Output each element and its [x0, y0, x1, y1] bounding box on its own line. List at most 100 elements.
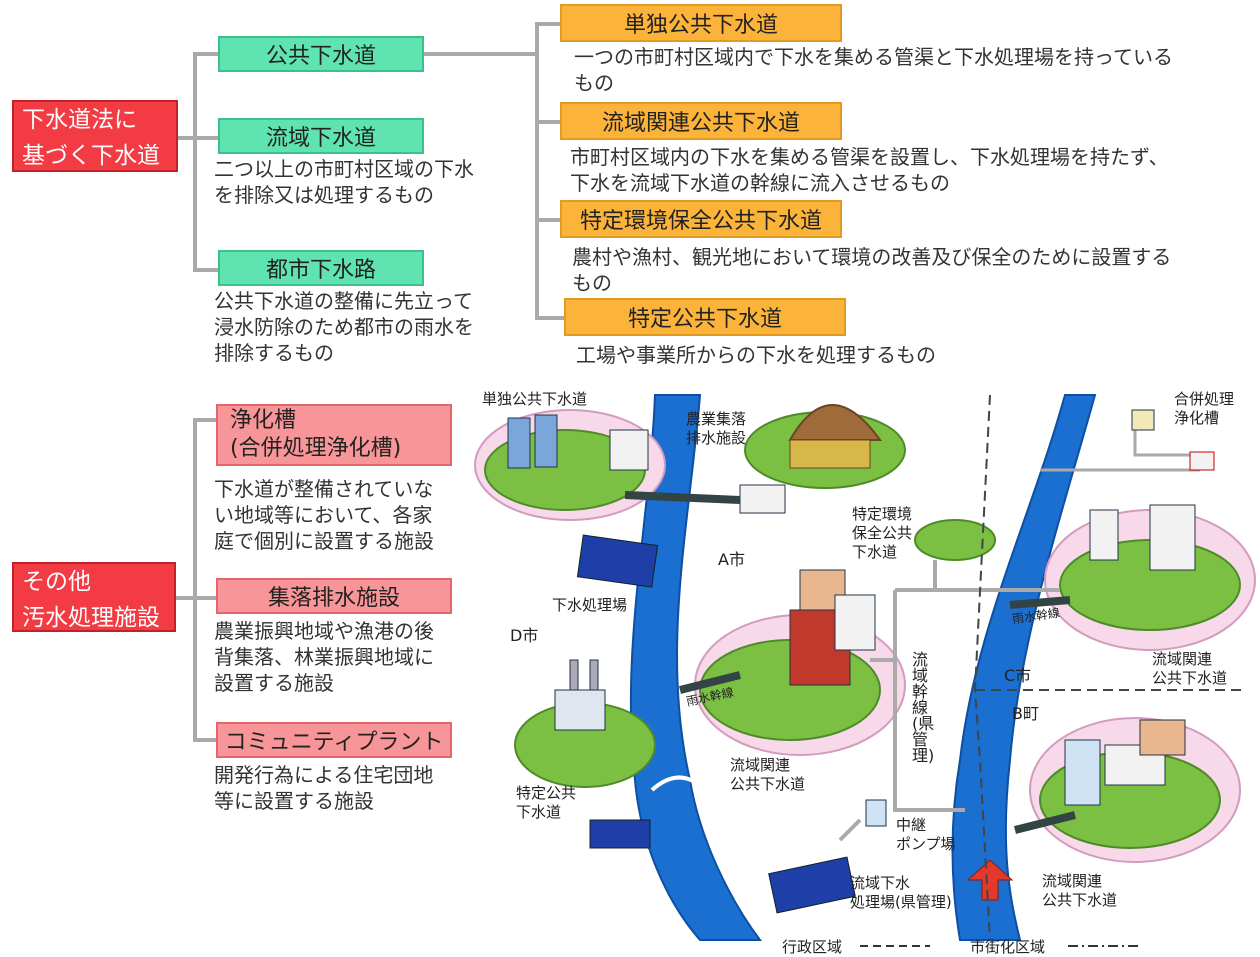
map-label-basin-plant: 流域下水 処理場(県管理) — [850, 874, 952, 912]
map-label-solo-sewer: 単独公共下水道 — [482, 390, 588, 408]
septic-tank-desc: 下水道が整備されていな い地域等において、各家 庭で個別に設置する施設 — [214, 476, 434, 554]
basin-sewer-desc: 二つ以上の市町村区域の下水 を排除又は処理するもの — [214, 156, 474, 208]
desc-line: 農業振興地域や漁港の後 — [214, 619, 434, 643]
building — [609, 429, 649, 471]
specific-public-sewer-box: 特定公共下水道 — [564, 298, 846, 336]
label-line: 流域下水 — [850, 874, 911, 892]
septic-tank-box: 浄化槽 (合併処理浄化槽) — [216, 404, 452, 466]
desc-line: 市町村区域内の下水を集める管渠を設置し、下水処理場を持たず、 — [570, 145, 1169, 169]
chimney — [589, 659, 599, 691]
connector — [193, 596, 217, 600]
desc-line: もの — [574, 71, 614, 95]
root-line-2: 基づく下水道 — [22, 143, 160, 169]
urban-drain-label: 都市下水路 — [265, 258, 376, 283]
label-line: 流域関連 — [1152, 650, 1213, 668]
river-right — [951, 394, 1097, 941]
map-label-city-c: C市 — [1004, 666, 1032, 685]
desc-line: 下水を流域下水道の幹線に流入させるもの — [570, 171, 950, 195]
house — [1189, 451, 1215, 471]
solo-public-sewer-box: 単独公共下水道 — [560, 4, 842, 42]
building — [507, 417, 531, 469]
label-line: 浄化槽 — [1174, 409, 1220, 427]
map-label-city-d: D市 — [510, 626, 539, 645]
connector — [193, 52, 197, 272]
map-label-basin-related-right: 流域関連 公共下水道 — [1152, 650, 1227, 688]
specific-public-sewer-desc: 工場や事業所からの下水を処理するもの — [576, 342, 936, 368]
connector — [193, 52, 219, 56]
desc-line: 工場や事業所からの下水を処理するもの — [576, 343, 936, 367]
label-line: 特定公共 — [516, 784, 577, 802]
factory — [554, 689, 606, 731]
desc-line: 下水道が整備されていな — [214, 477, 434, 501]
mountain — [788, 404, 882, 441]
desc-line: 浸水防除のため都市の雨水を — [214, 315, 474, 339]
pipe — [1009, 596, 1071, 609]
label-line: 農業集落 — [686, 410, 747, 428]
red-arrow-icon — [966, 859, 1014, 901]
public-sewer-box: 公共下水道 — [218, 36, 424, 72]
label-line: 特定環境 — [852, 505, 913, 523]
connector — [424, 52, 538, 56]
env-conservation-sewer-desc: 農村や漁村、観光地において環境の改善及び保全のために設置する もの — [572, 244, 1171, 296]
basin-sewer-box: 流域下水道 — [218, 118, 424, 154]
facility — [739, 484, 786, 514]
sub-label: 特定環境保全公共下水道 — [579, 209, 822, 234]
basin-related-sewer-desc: 市町村区域内の下水を集める管渠を設置し、下水処理場を持たず、 下水を流域下水道の… — [570, 144, 1169, 196]
desc-line: 一つの市町村区域内で下水を集める管渠と下水処理場を持っている — [574, 45, 1173, 69]
basin-related-sewer-box: 流域関連公共下水道 — [560, 102, 842, 140]
map-label-septic: 合併処理 浄化槽 — [1174, 390, 1234, 428]
land-island — [914, 519, 996, 561]
connector — [535, 120, 561, 124]
desc-line: 二つ以上の市町村区域の下水 — [214, 157, 474, 181]
desc-line: 等に設置する施設 — [214, 789, 374, 813]
map-label-farm-drain: 農業集落 排水施設 — [686, 410, 746, 448]
desc-line: 排除するもの — [214, 341, 334, 365]
bridge — [650, 775, 707, 792]
label-line: 合併処理 — [1174, 390, 1235, 408]
solo-public-sewer-desc: 一つの市町村区域内で下水を集める管渠と下水処理場を持っている もの — [574, 44, 1173, 96]
map-label-basin-related-center: 流域関連 公共下水道 — [730, 756, 805, 794]
connector — [193, 268, 219, 272]
admin-boundary-line — [973, 394, 991, 941]
env-conservation-sewer-box: 特定環境保全公共下水道 — [560, 200, 842, 238]
village-drain-box: 集落排水施設 — [216, 578, 452, 614]
label-line: 下水道 — [852, 543, 898, 561]
connector — [535, 316, 565, 320]
sub-label: 流域関連公共下水道 — [601, 111, 800, 136]
building — [1149, 504, 1196, 571]
item-label: 浄化槽 — [230, 408, 297, 433]
building — [1139, 719, 1186, 756]
map-label-city-a: A市 — [718, 550, 745, 569]
pipe — [1014, 811, 1076, 834]
label-line: 保全公共 — [852, 524, 913, 542]
desc-line: 設置する施設 — [214, 671, 334, 695]
label-line: 排水施設 — [686, 429, 747, 447]
map-label-basin-trunk: 流域幹線(県管理) — [912, 650, 935, 765]
desc-line: 開発行為による住宅団地 — [214, 763, 434, 787]
legend-urban-label: 市街化区域 — [970, 938, 1046, 956]
village-drain-desc: 農業振興地域や漁港の後 背集落、林業振興地域に 設置する施設 — [214, 618, 434, 696]
legend-admin-label: 行政区域 — [782, 938, 843, 956]
community-plant-box: コミュニティプラント — [216, 722, 452, 758]
urban-drain-box: 都市下水路 — [218, 250, 424, 286]
connector — [535, 218, 561, 222]
farm-field — [789, 439, 871, 469]
label-line: 流域関連 — [730, 756, 791, 774]
connector — [193, 136, 219, 140]
map-label-env-sewer: 特定環境 保全公共 下水道 — [852, 505, 912, 562]
treatment-plant — [589, 819, 651, 849]
desc-line: 庭で個別に設置する施設 — [214, 529, 434, 553]
label-line: 処理場(県管理) — [850, 893, 952, 911]
desc-line: い地域等において、各家 — [214, 503, 433, 527]
connector — [176, 596, 196, 600]
desc-line: もの — [572, 271, 612, 295]
item-label: 集落排水施設 — [267, 586, 400, 611]
public-sewer-label: 公共下水道 — [265, 44, 376, 69]
desc-line: 公共下水道の整備に先立って — [214, 289, 473, 313]
sewer-law-root: 下水道法に 基づく下水道 — [12, 100, 178, 172]
trunk-line — [838, 818, 862, 842]
desc-line: 背集落、林業振興地域に — [214, 645, 434, 669]
connector — [535, 22, 561, 26]
item-label: コミュニティプラント — [224, 730, 444, 755]
